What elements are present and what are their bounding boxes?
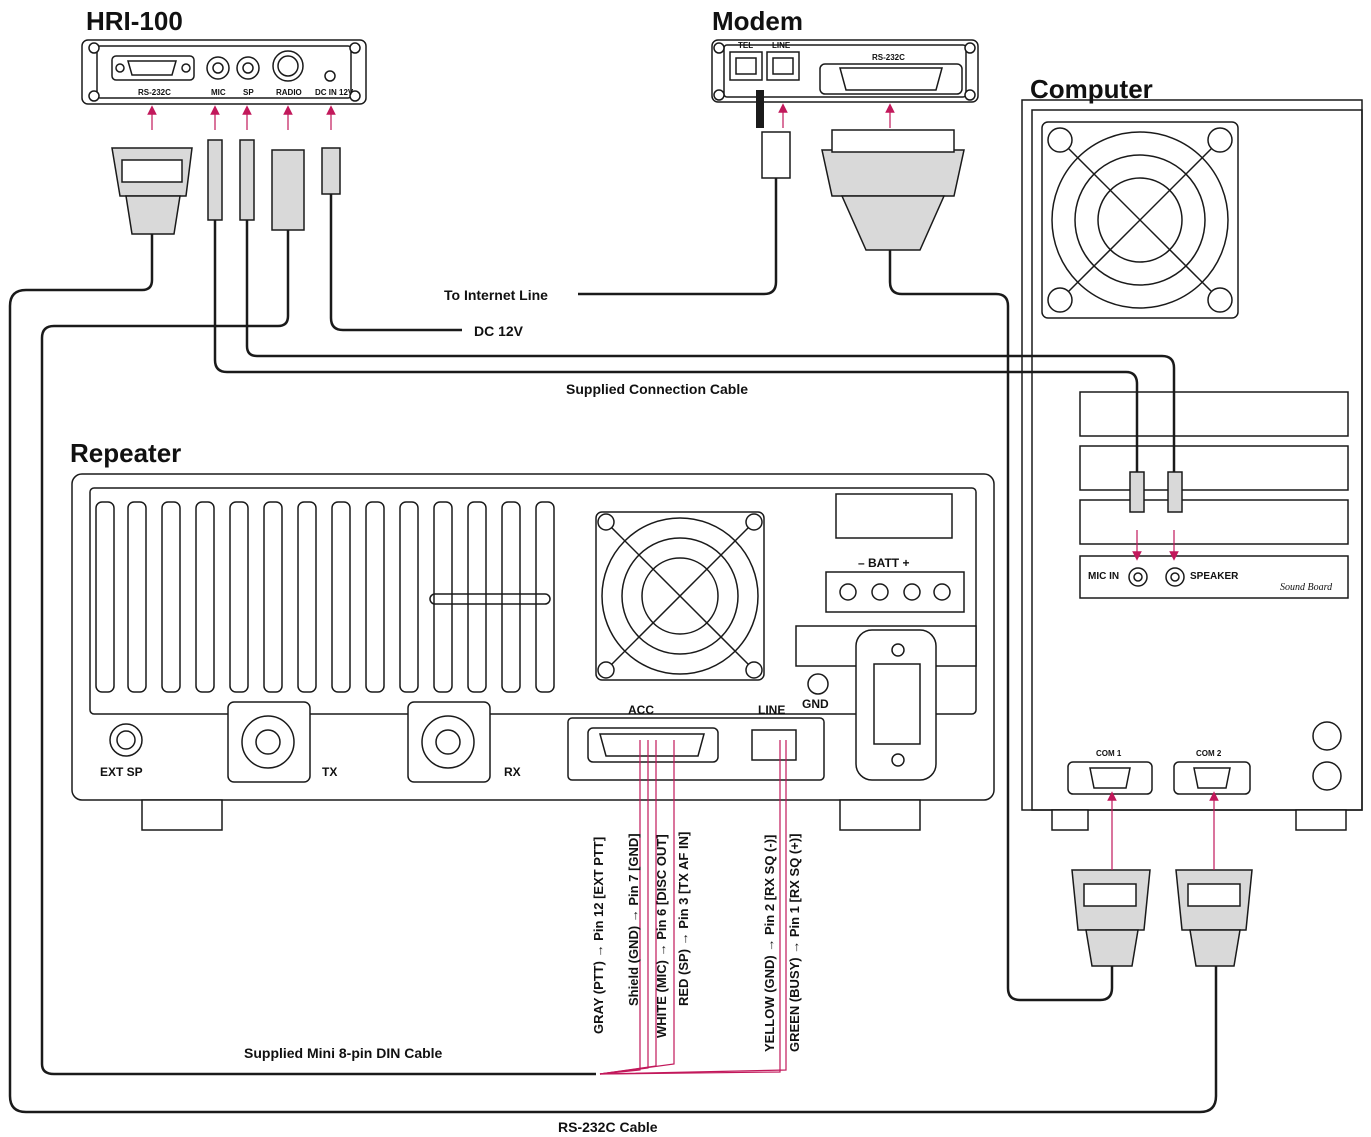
computer-title: Computer bbox=[1030, 74, 1153, 104]
modem-unit bbox=[711, 39, 979, 103]
speaker-label: SPEAKER bbox=[1190, 571, 1239, 582]
tx-label: TX bbox=[322, 765, 338, 779]
modem-tel-label: TEL bbox=[738, 41, 754, 50]
ext-sp-label: EXT SP bbox=[100, 765, 143, 779]
wire-label-yellow: YELLOW (GND) → Pin 2 [RX SQ (-)] bbox=[762, 834, 777, 1052]
repeater-unit bbox=[71, 473, 995, 831]
batt-label: – BATT + bbox=[858, 556, 910, 570]
repeater-title: Repeater bbox=[70, 438, 182, 468]
hri-sp-label: SP bbox=[243, 88, 254, 97]
modem-line-label: LINE bbox=[772, 41, 791, 50]
hri-dcin-label: DC IN 12V bbox=[315, 88, 354, 97]
com1-label: COM 1 bbox=[1096, 749, 1122, 758]
gnd-label: GND bbox=[802, 697, 829, 711]
line-label: LINE bbox=[758, 703, 786, 717]
plugs bbox=[111, 129, 1253, 967]
cables bbox=[8, 90, 1218, 1114]
acc-wires bbox=[599, 740, 787, 1075]
din-cable-caption: Supplied Mini 8-pin DIN Cable bbox=[244, 1045, 443, 1061]
computer-case bbox=[1021, 99, 1363, 831]
hri-title: HRI-100 bbox=[86, 6, 183, 36]
modem-rs232c-label: RS-232C bbox=[872, 53, 905, 62]
hri-mic-label: MIC bbox=[211, 88, 226, 97]
dc-12v-caption: DC 12V bbox=[474, 323, 524, 339]
wire-label-gray: GRAY (PTT) → Pin 12 [EXT PTT] bbox=[591, 836, 606, 1034]
com2-label: COM 2 bbox=[1196, 749, 1222, 758]
rx-label: RX bbox=[504, 765, 521, 779]
sound-board-label: Sound Board bbox=[1280, 582, 1333, 593]
internet-line-caption: To Internet Line bbox=[444, 287, 548, 303]
wire-label-white: WHITE (MIC) → Pin 6 [DISC OUT] bbox=[654, 834, 669, 1038]
arrows bbox=[147, 103, 1219, 870]
connection-cable-caption: Supplied Connection Cable bbox=[566, 381, 749, 397]
wire-label-shield: Shield (GND) → Pin 7 [GND] bbox=[626, 833, 641, 1006]
mic-in-label: MIC IN bbox=[1088, 571, 1120, 582]
wire-label-green: GREEN (BUSY) → Pin 1 [RX SQ (+)] bbox=[787, 833, 802, 1053]
hri-100-unit bbox=[81, 39, 367, 105]
acc-label: ACC bbox=[628, 703, 654, 717]
wire-label-red: RED (SP) → Pin 3 [TX AF IN] bbox=[676, 831, 691, 1006]
hri-radio-label: RADIO bbox=[276, 88, 302, 97]
rs232-cable-caption: RS-232C Cable bbox=[558, 1119, 658, 1135]
hri-rs232c-label: RS-232C bbox=[138, 88, 171, 97]
modem-title: Modem bbox=[712, 6, 803, 36]
